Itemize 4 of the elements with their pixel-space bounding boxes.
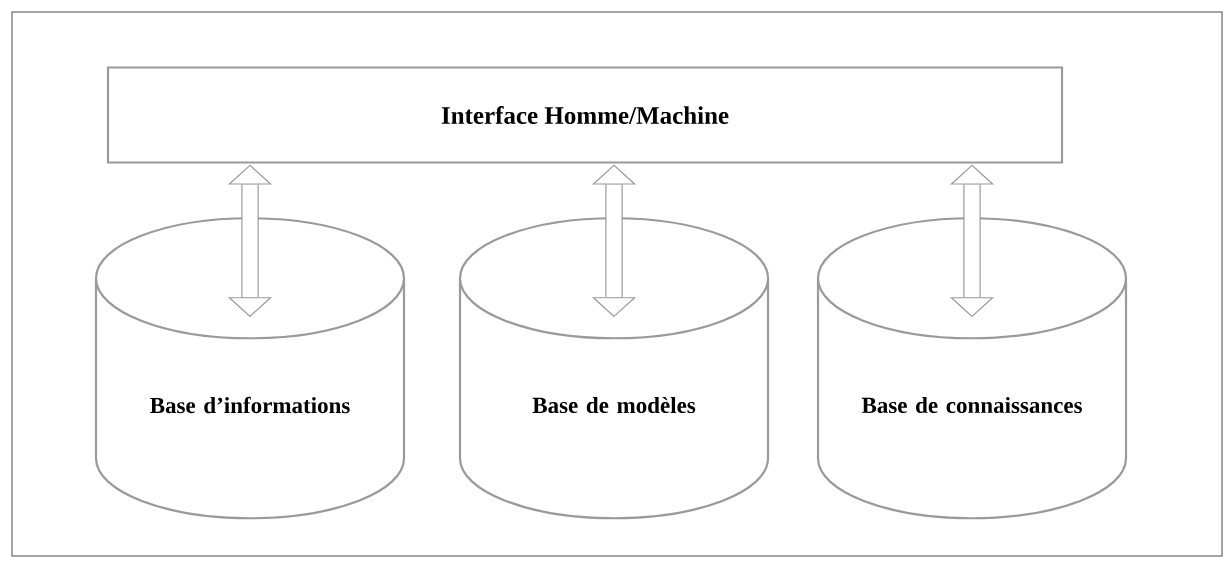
database-cylinder: Base de connaissances (816, 217, 1128, 520)
database-cylinder: Base d’informations (94, 217, 406, 520)
database-cylinder: Base de modèles (458, 217, 770, 520)
interface-box: Interface Homme/Machine (106, 66, 1064, 164)
